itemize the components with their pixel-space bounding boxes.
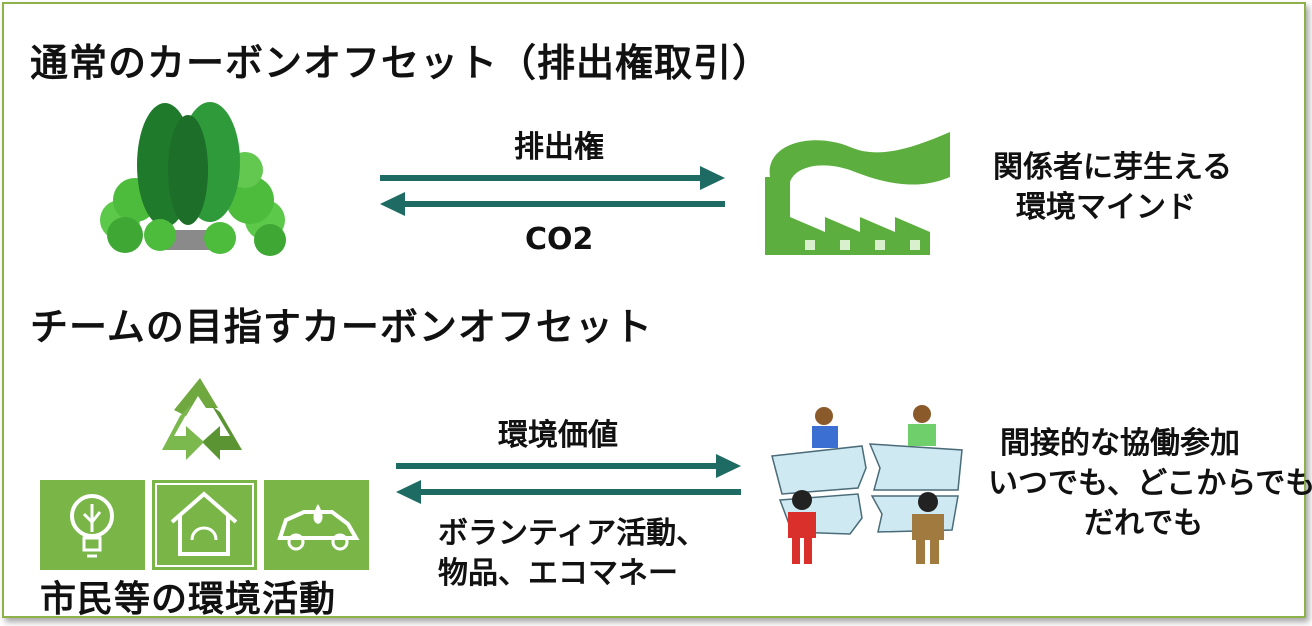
bottom-note-line3: だれでも bbox=[1084, 506, 1204, 541]
top-arrow-left bbox=[380, 192, 725, 216]
people-puzzle-icon bbox=[771, 405, 963, 564]
bottom-note-line1: 間接的な協働参加 bbox=[1000, 426, 1240, 461]
house-icon bbox=[152, 480, 257, 570]
bottom-note-line2: いつでも、どこからでも bbox=[988, 466, 1312, 501]
top-note-line1: 関係者に芽生える bbox=[993, 150, 1233, 185]
bottom-arrow-bottom-label-line2: 物品、エコマネー bbox=[438, 556, 678, 591]
bottom-title: チームの目指すカーボンオフセット bbox=[30, 305, 653, 349]
lightbulb-icon bbox=[40, 480, 145, 570]
bottom-caption: 市民等の環境活動 bbox=[40, 579, 337, 620]
factory-icon bbox=[765, 132, 950, 255]
bottom-arrow-left bbox=[396, 480, 741, 504]
top-arrow-right bbox=[380, 166, 725, 190]
top-title: 通常のカーボンオフセット（排出権取引） bbox=[30, 41, 772, 85]
top-arrow-bottom-label: CO2 bbox=[525, 222, 594, 257]
recycle-icon bbox=[162, 378, 242, 460]
top-arrow-top-label: 排出権 bbox=[514, 130, 604, 165]
forest-icon bbox=[100, 102, 286, 256]
bottom-arrow-bottom-label-line1: ボランティア活動、 bbox=[438, 516, 707, 551]
top-note-line2: 環境マインド bbox=[1016, 190, 1196, 225]
bottom-arrow-top-label: 環境価値 bbox=[498, 418, 618, 453]
eco-car-icon bbox=[264, 480, 369, 570]
bottom-arrow-right bbox=[396, 454, 741, 478]
